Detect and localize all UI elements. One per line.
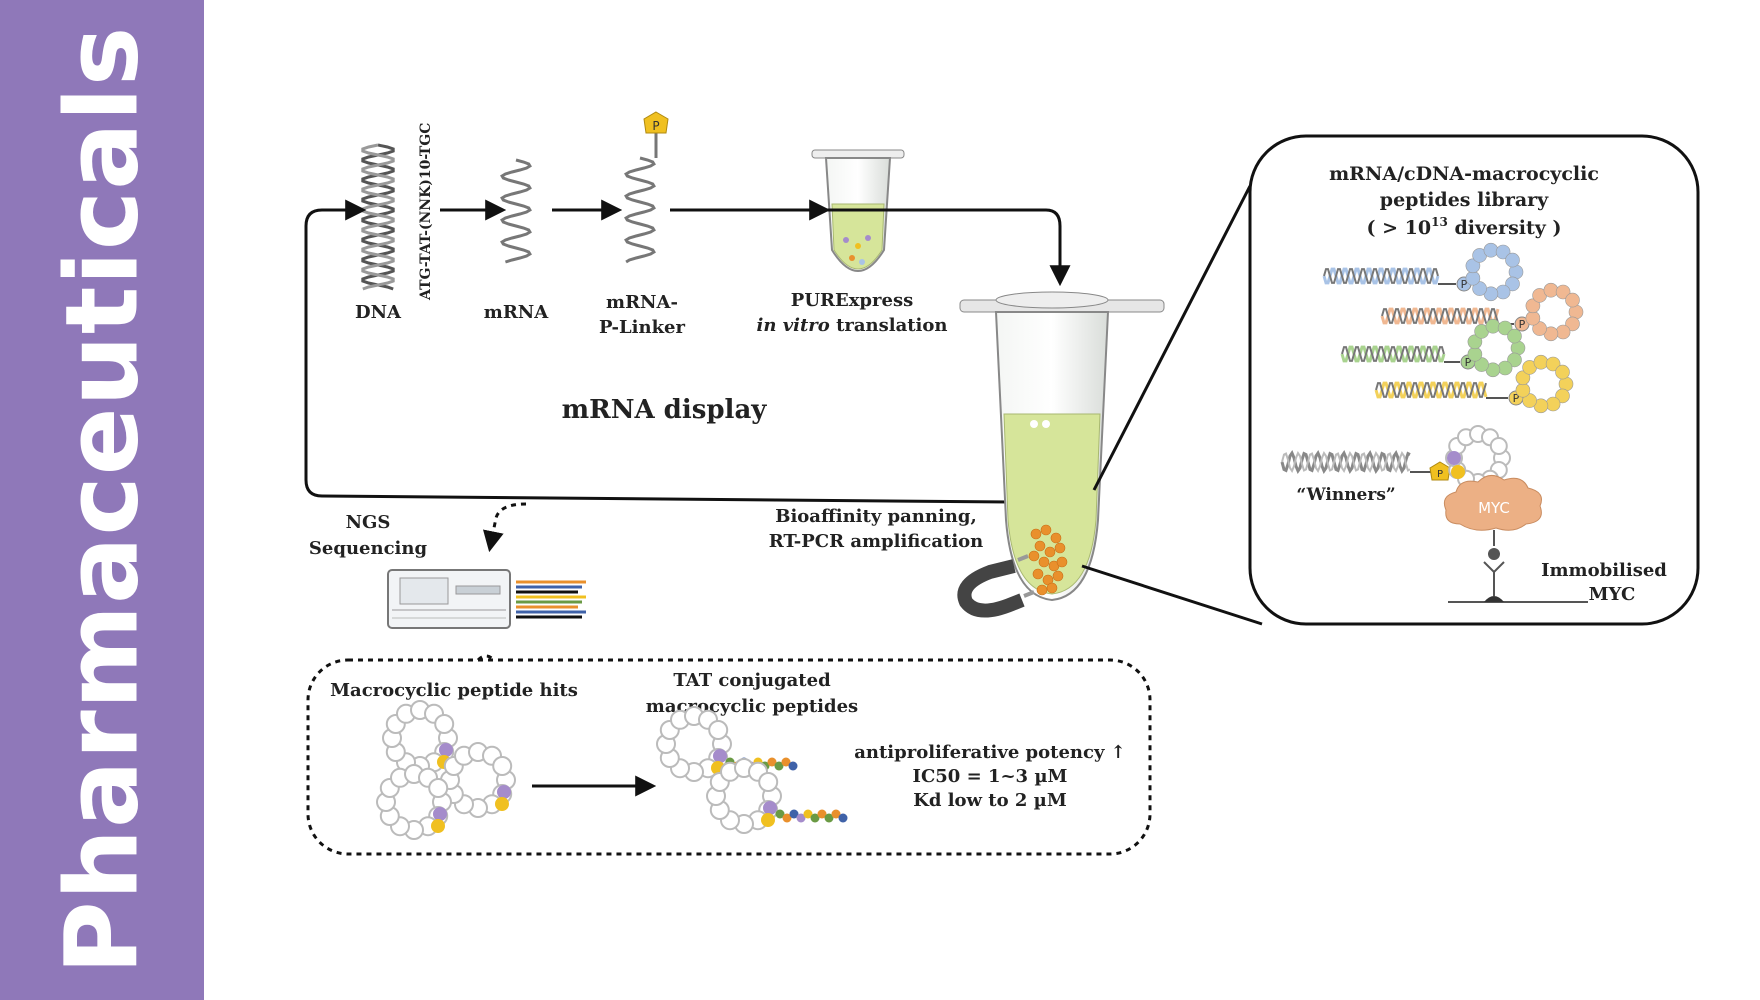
peptide-ring <box>1465 242 1524 302</box>
tat-label-1: TAT conjugated <box>673 670 831 691</box>
ivt-label: in vitro translation <box>757 315 948 336</box>
immobilised-label-2: MYC <box>1589 584 1636 605</box>
results-box <box>306 658 1152 856</box>
dna-label: DNA <box>355 302 402 323</box>
bead <box>1036 584 1048 596</box>
library-construct: P <box>1340 318 1526 378</box>
tat-residue <box>796 813 806 823</box>
mrna-linker-icon: P <box>624 111 669 264</box>
library-panel <box>1248 134 1700 626</box>
tat-residue <box>838 813 848 823</box>
panning-label-2: RT-PCR amplification <box>769 531 984 552</box>
mrna-strand-icon <box>500 158 532 264</box>
tat-residue <box>781 757 791 767</box>
bead <box>1032 568 1044 580</box>
tat-residue <box>803 809 813 819</box>
kd-label: Kd low to 2 µM <box>913 790 1067 811</box>
library-construct: P <box>1374 354 1574 414</box>
mrna-linker-label-1: mRNA- <box>606 292 678 313</box>
hit-ring <box>440 742 516 818</box>
tat-residue <box>824 813 834 823</box>
bead <box>1056 556 1068 568</box>
journal-title: Pharmaceuticals <box>43 25 161 975</box>
small-tube-icon <box>811 149 905 272</box>
journal-sidebar: Pharmaceuticals <box>0 0 204 1000</box>
myc-cloud-label: MYC <box>1478 499 1510 517</box>
bead <box>1046 582 1058 594</box>
tat-residue <box>810 813 820 823</box>
bead <box>1038 556 1050 568</box>
sequencer-icon <box>387 569 586 629</box>
bead <box>1054 542 1066 554</box>
reaction-tube-icon <box>959 291 1165 602</box>
tat-residue <box>774 761 784 771</box>
immobilised-label-1: Immobilised <box>1541 560 1667 581</box>
tat-residue <box>788 761 798 771</box>
bead <box>1050 532 1062 544</box>
tat-ring <box>656 706 798 782</box>
svg-text:P: P <box>1465 356 1472 369</box>
mrna-linker-label-2: P-Linker <box>599 317 686 338</box>
library-construct: P <box>1380 282 1584 342</box>
ngs-label-2: Sequencing <box>309 538 428 559</box>
potency-label: antiproliferative potency ↑ <box>854 742 1126 763</box>
peptide-ring <box>1525 282 1584 342</box>
tat-residue <box>789 809 799 819</box>
ngs-label-1: NGS <box>346 512 391 533</box>
tat-ring <box>706 758 848 834</box>
library-constructs: P P P P <box>1322 242 1584 414</box>
hits-label: Macrocyclic peptide hits <box>330 680 578 701</box>
magnet-icon <box>957 554 1035 618</box>
svg-text:P: P <box>1461 278 1468 291</box>
hit-ring <box>376 764 452 840</box>
bead <box>1044 546 1056 558</box>
svg-text:P: P <box>1513 392 1520 405</box>
bead <box>1030 528 1042 540</box>
tat-residue <box>782 813 792 823</box>
mrna-display-label: mRNA display <box>562 395 768 425</box>
mrna-display-diagram: DNA ATG-TAT-(NNK)10-TGC mRNA P mRNA- P-L… <box>304 111 1700 856</box>
bead <box>1052 570 1064 582</box>
winners-label: “Winners” <box>1296 485 1395 505</box>
bead <box>1040 524 1052 536</box>
purexpress-label: PURExpress <box>791 290 913 311</box>
immobilised-anchor-icon <box>1448 530 1588 603</box>
library-diversity: ( > 1013 diversity ) <box>1367 215 1562 239</box>
ic50-label: IC50 = 1~3 µM <box>913 766 1068 787</box>
myc-cloud-icon: MYC <box>1443 475 1542 531</box>
tat-residue <box>775 809 785 819</box>
library-construct: P <box>1322 242 1524 302</box>
bead <box>1034 540 1046 552</box>
tat-residue <box>817 809 827 819</box>
dna-sequence-label: ATG-TAT-(NNK)10-TGC <box>418 123 434 301</box>
hit-ring <box>382 700 458 776</box>
peptide-ring <box>1467 318 1526 378</box>
phosphate-label: P <box>652 119 659 133</box>
mrna-label: mRNA <box>484 302 549 323</box>
svg-text:P: P <box>1437 469 1443 480</box>
library-title-2: peptides library <box>1380 189 1549 211</box>
tat-residue <box>767 757 777 767</box>
tat-residue <box>831 809 841 819</box>
library-title-1: mRNA/cDNA-macrocyclic <box>1329 163 1599 185</box>
tat-rings <box>656 706 848 834</box>
panning-label-1: Bioaffinity panning, <box>775 506 977 527</box>
peptide-ring <box>1515 354 1574 414</box>
dna-helix-icon <box>361 143 395 291</box>
svg-text:P: P <box>1519 318 1526 331</box>
hit-rings <box>376 700 516 840</box>
bead <box>1028 550 1040 562</box>
